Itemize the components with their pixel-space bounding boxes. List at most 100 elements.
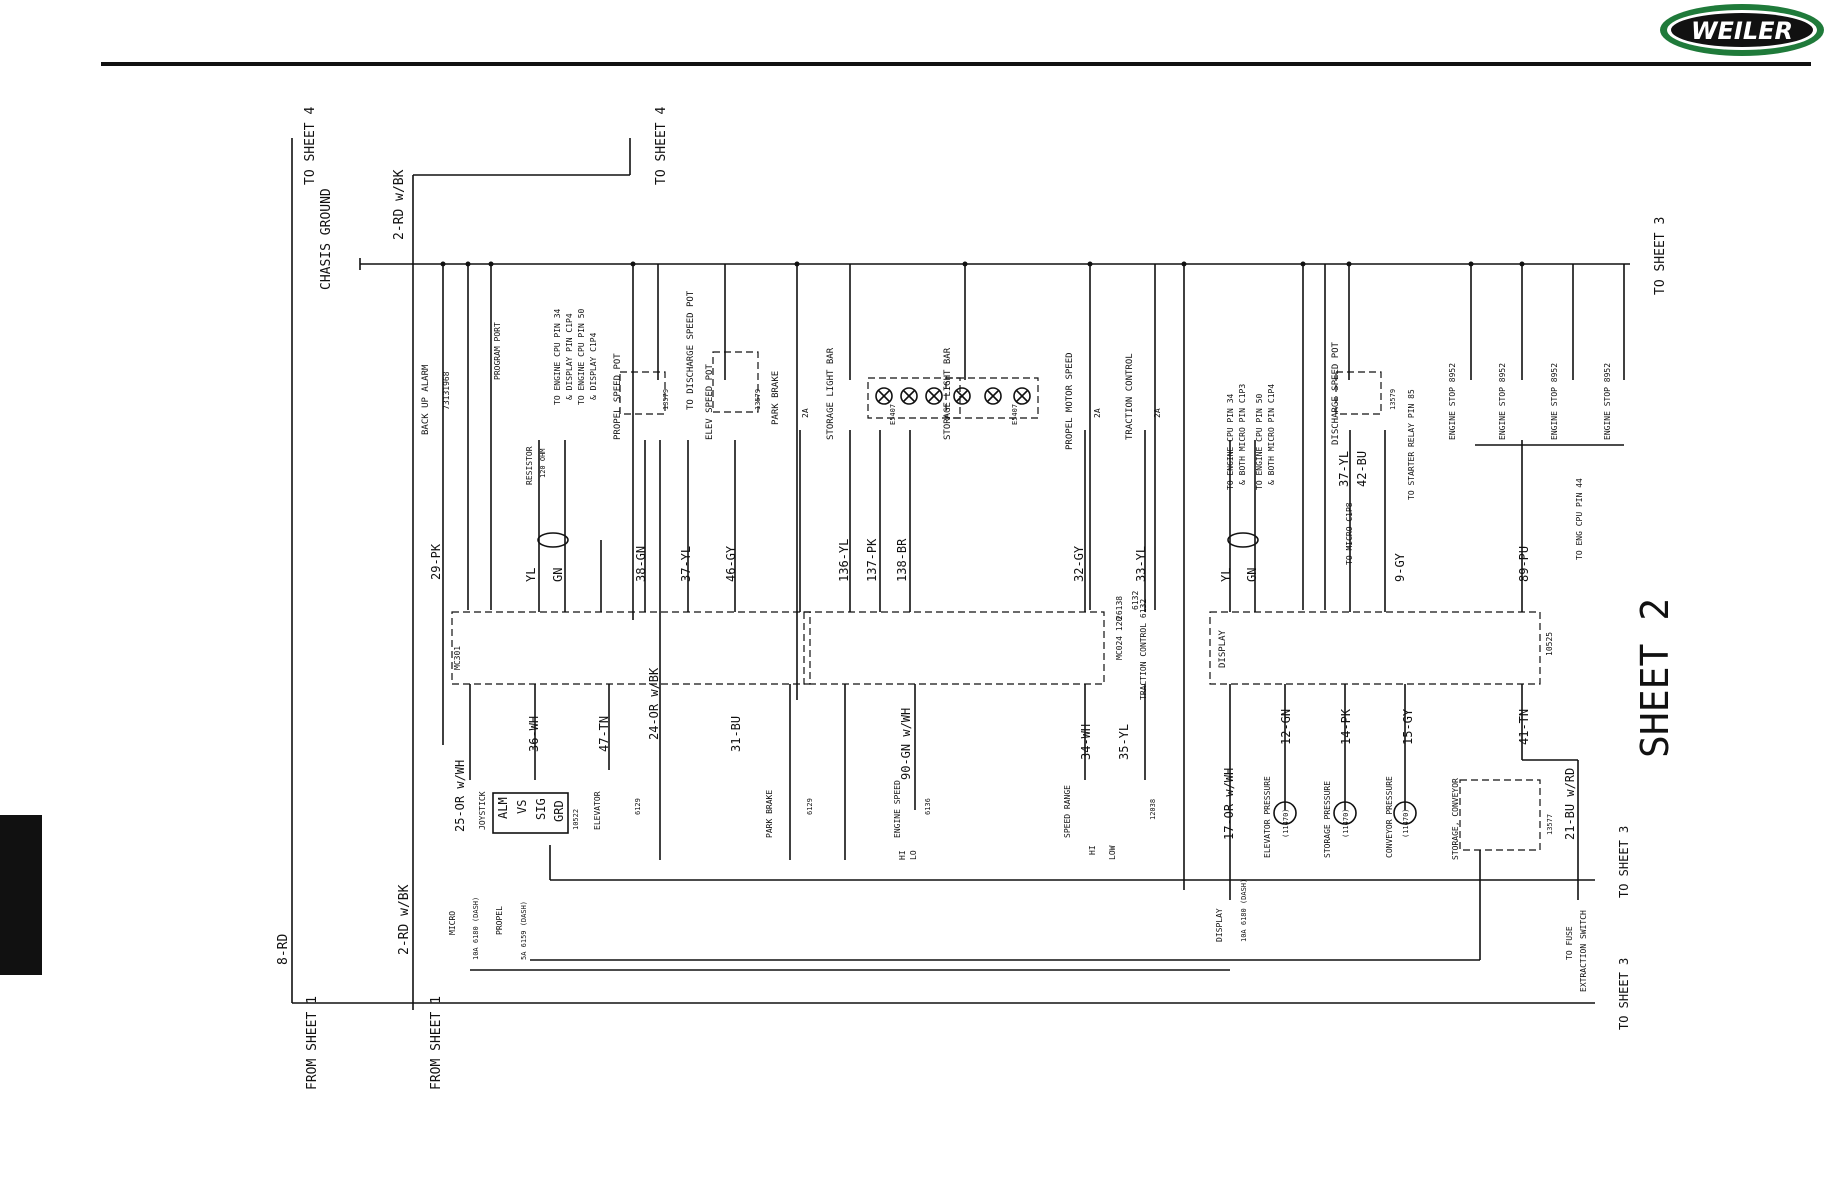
label-conveyor-pressure: CONVEYOR PRESSURE [1385, 776, 1394, 858]
label-w-14pk: 14-PK [1339, 708, 1353, 745]
label-to-display-a: & DISPLAY PIN C1P4 [565, 313, 574, 400]
label-joystick: JOYSTICK [478, 791, 487, 830]
mc024-module [803, 611, 1105, 685]
display-module [1209, 611, 1541, 685]
label-w-gn-a: GN [551, 568, 565, 582]
label-part-26138: 26138 [1115, 596, 1124, 620]
label-engine-stop-3: ENGINE STOP 8952 [1550, 363, 1559, 440]
label-w-yl-b: YL [1219, 568, 1233, 582]
label-w-2rd-top: 2-RD w/BK [392, 169, 407, 240]
label-w-41tn: 41-TN [1517, 709, 1531, 745]
logo-text: WEILER [1691, 17, 1793, 45]
label-storage-light-bar-a: STORAGE LIGHT BAR [826, 347, 836, 440]
label-resistor-val: 120 OHM [539, 448, 547, 478]
light-bar-b-box [945, 377, 1039, 419]
label-resistor: RESISTOR [525, 446, 534, 485]
mc301-module [451, 611, 811, 685]
label-to-discharge-pot: TO DISCHARGE SPEED POT [686, 290, 696, 410]
label-elevator-pressure: ELEVATOR PRESSURE [1263, 776, 1272, 858]
label-to-starter-relay: TO STARTER RELAY PIN 85 [1407, 389, 1416, 500]
label-both-micro-c: & BOTH MICRO PIN C1P3 [1238, 384, 1247, 485]
label-park-brake-top: PARK BRAKE [771, 371, 781, 425]
label-discharge-speed-pot: DISCHARGE SPEED POT [1331, 341, 1341, 445]
label-w-137pk: 137-PK [865, 538, 879, 582]
label-to-engine-cpu-d: TO ENGINE CPU PIN 50 [1255, 393, 1264, 490]
label-w-36wh: 36-WH [527, 716, 541, 752]
weiler-logo: WEILER [1660, 4, 1824, 56]
label-w-31bu: 31-BU [729, 716, 743, 752]
label-w-12gn: 12-GN [1279, 709, 1293, 745]
label-to-eng-cpu-44: TO ENG CPU PIN 44 [1575, 478, 1584, 560]
label-display: DISPLAY [1218, 629, 1228, 668]
label-display-fuse: 10A 6180 (DASH) [1240, 879, 1248, 942]
label-speed-range: SPEED RANGE [1063, 785, 1072, 838]
label-back-up-alarm: BACK UP ALARM [421, 364, 431, 435]
label-fuse-2a-b: 2A [1093, 408, 1102, 418]
label-part-13579-b: 13579 [754, 389, 762, 410]
label-joy-sig: SIG [534, 798, 548, 820]
label-to-sheet-4-b: TO SHEET 4 [654, 107, 669, 185]
label-w-9gy: 9-GY [1393, 552, 1407, 582]
label-joy-grd: GRD [552, 800, 566, 822]
label-to-sheet-3-top: TO SHEET 3 [1653, 217, 1668, 295]
discharge-pot-box [1335, 371, 1382, 415]
label-part-6129-a: 6129 [634, 798, 642, 815]
label-to-fuse: TO FUSE [1565, 926, 1574, 960]
label-park-brake-bot: PARK BRAKE [765, 790, 774, 838]
label-w-32gy: 32-GY [1072, 545, 1086, 582]
label-w-29pk: 29-PK [429, 543, 443, 580]
label-to-micro-c1p8: TO MICRO C1P8 [1345, 502, 1354, 565]
label-engine-speed: ENGINE SPEED [893, 780, 902, 838]
lamp-icons [875, 387, 1031, 405]
label-propel: PROPEL [495, 906, 504, 935]
label-part-10525: 10525 [1545, 632, 1554, 656]
label-part-11470-b: (11470) [1342, 808, 1350, 838]
label-part-6129-b: 6129 [806, 798, 814, 815]
joystick-box [492, 792, 569, 834]
label-module-mc301: MC301 [453, 646, 462, 670]
label-propel-fuse: 5A 6159 (DASH) [520, 901, 528, 960]
header-rule [101, 62, 1811, 66]
label-elevator: ELEVATOR [593, 791, 602, 830]
label-fuse-2a-a: 2A [801, 408, 810, 418]
label-engine-stop-2: ENGINE STOP 8952 [1498, 363, 1507, 440]
elev-pot-box [712, 351, 759, 413]
label-joy-vs: VS [515, 800, 529, 814]
label-w-24or: 24-OR w/BK [647, 667, 661, 740]
label-from-sheet-1-b: FROM SHEET 1 [429, 996, 444, 1090]
label-sr-low: LOW [1108, 845, 1117, 860]
label-program-port: PROGRAM PORT [493, 322, 502, 380]
label-both-micro-d: & BOTH MICRO PIN C1P4 [1267, 384, 1276, 485]
label-es-hi: HI [898, 850, 907, 860]
label-w-37yl-b: 37-YL [1337, 451, 1351, 487]
propel-pot-box [619, 371, 666, 415]
label-storage-light-bar-b: STORAGE LIGHT BAR [943, 347, 953, 440]
module-wires [537, 430, 1624, 860]
label-part-e5407-a: E5407 [889, 404, 897, 425]
label-part-6132: 6132 [1131, 591, 1140, 610]
label-part-13579-a: 13579 [662, 389, 670, 410]
label-to-sheet-4-a: TO SHEET 4 [303, 107, 318, 185]
label-w-2rd-bot: 2-RD w/BK [397, 884, 412, 955]
lower-wires [469, 684, 1595, 971]
label-display-fuse-lbl: DISPLAY [1215, 908, 1224, 942]
label-part-10522: 10522 [572, 809, 580, 830]
label-w-38gn: 38-GN [634, 546, 648, 582]
label-w-47tn: 47-TN [597, 716, 611, 752]
label-joy-alm: ALM [496, 797, 510, 819]
label-traction-control: TRACTION CONTROL [1125, 353, 1135, 440]
label-traction-6132: TRACTION CONTROL 6132 [1139, 599, 1148, 700]
power-rails [291, 138, 1630, 1010]
label-w-138br: 138-BR [895, 538, 909, 582]
label-part-13579-c: 13579 [1389, 389, 1397, 410]
label-to-engine-cpu-b: TO ENGINE CPU PIN 50 [577, 308, 586, 405]
sheet-title: SHEET 2 [1633, 598, 1677, 758]
label-w-yl-a: YL [524, 568, 538, 582]
label-w-35yl: 35-YL [1117, 724, 1131, 760]
label-alarm-part: 73131968 [442, 371, 451, 410]
pressure-switches [1273, 801, 1417, 825]
ground-drops [440, 261, 1625, 890]
label-w-25or: 25-OR w/WH [453, 760, 467, 832]
